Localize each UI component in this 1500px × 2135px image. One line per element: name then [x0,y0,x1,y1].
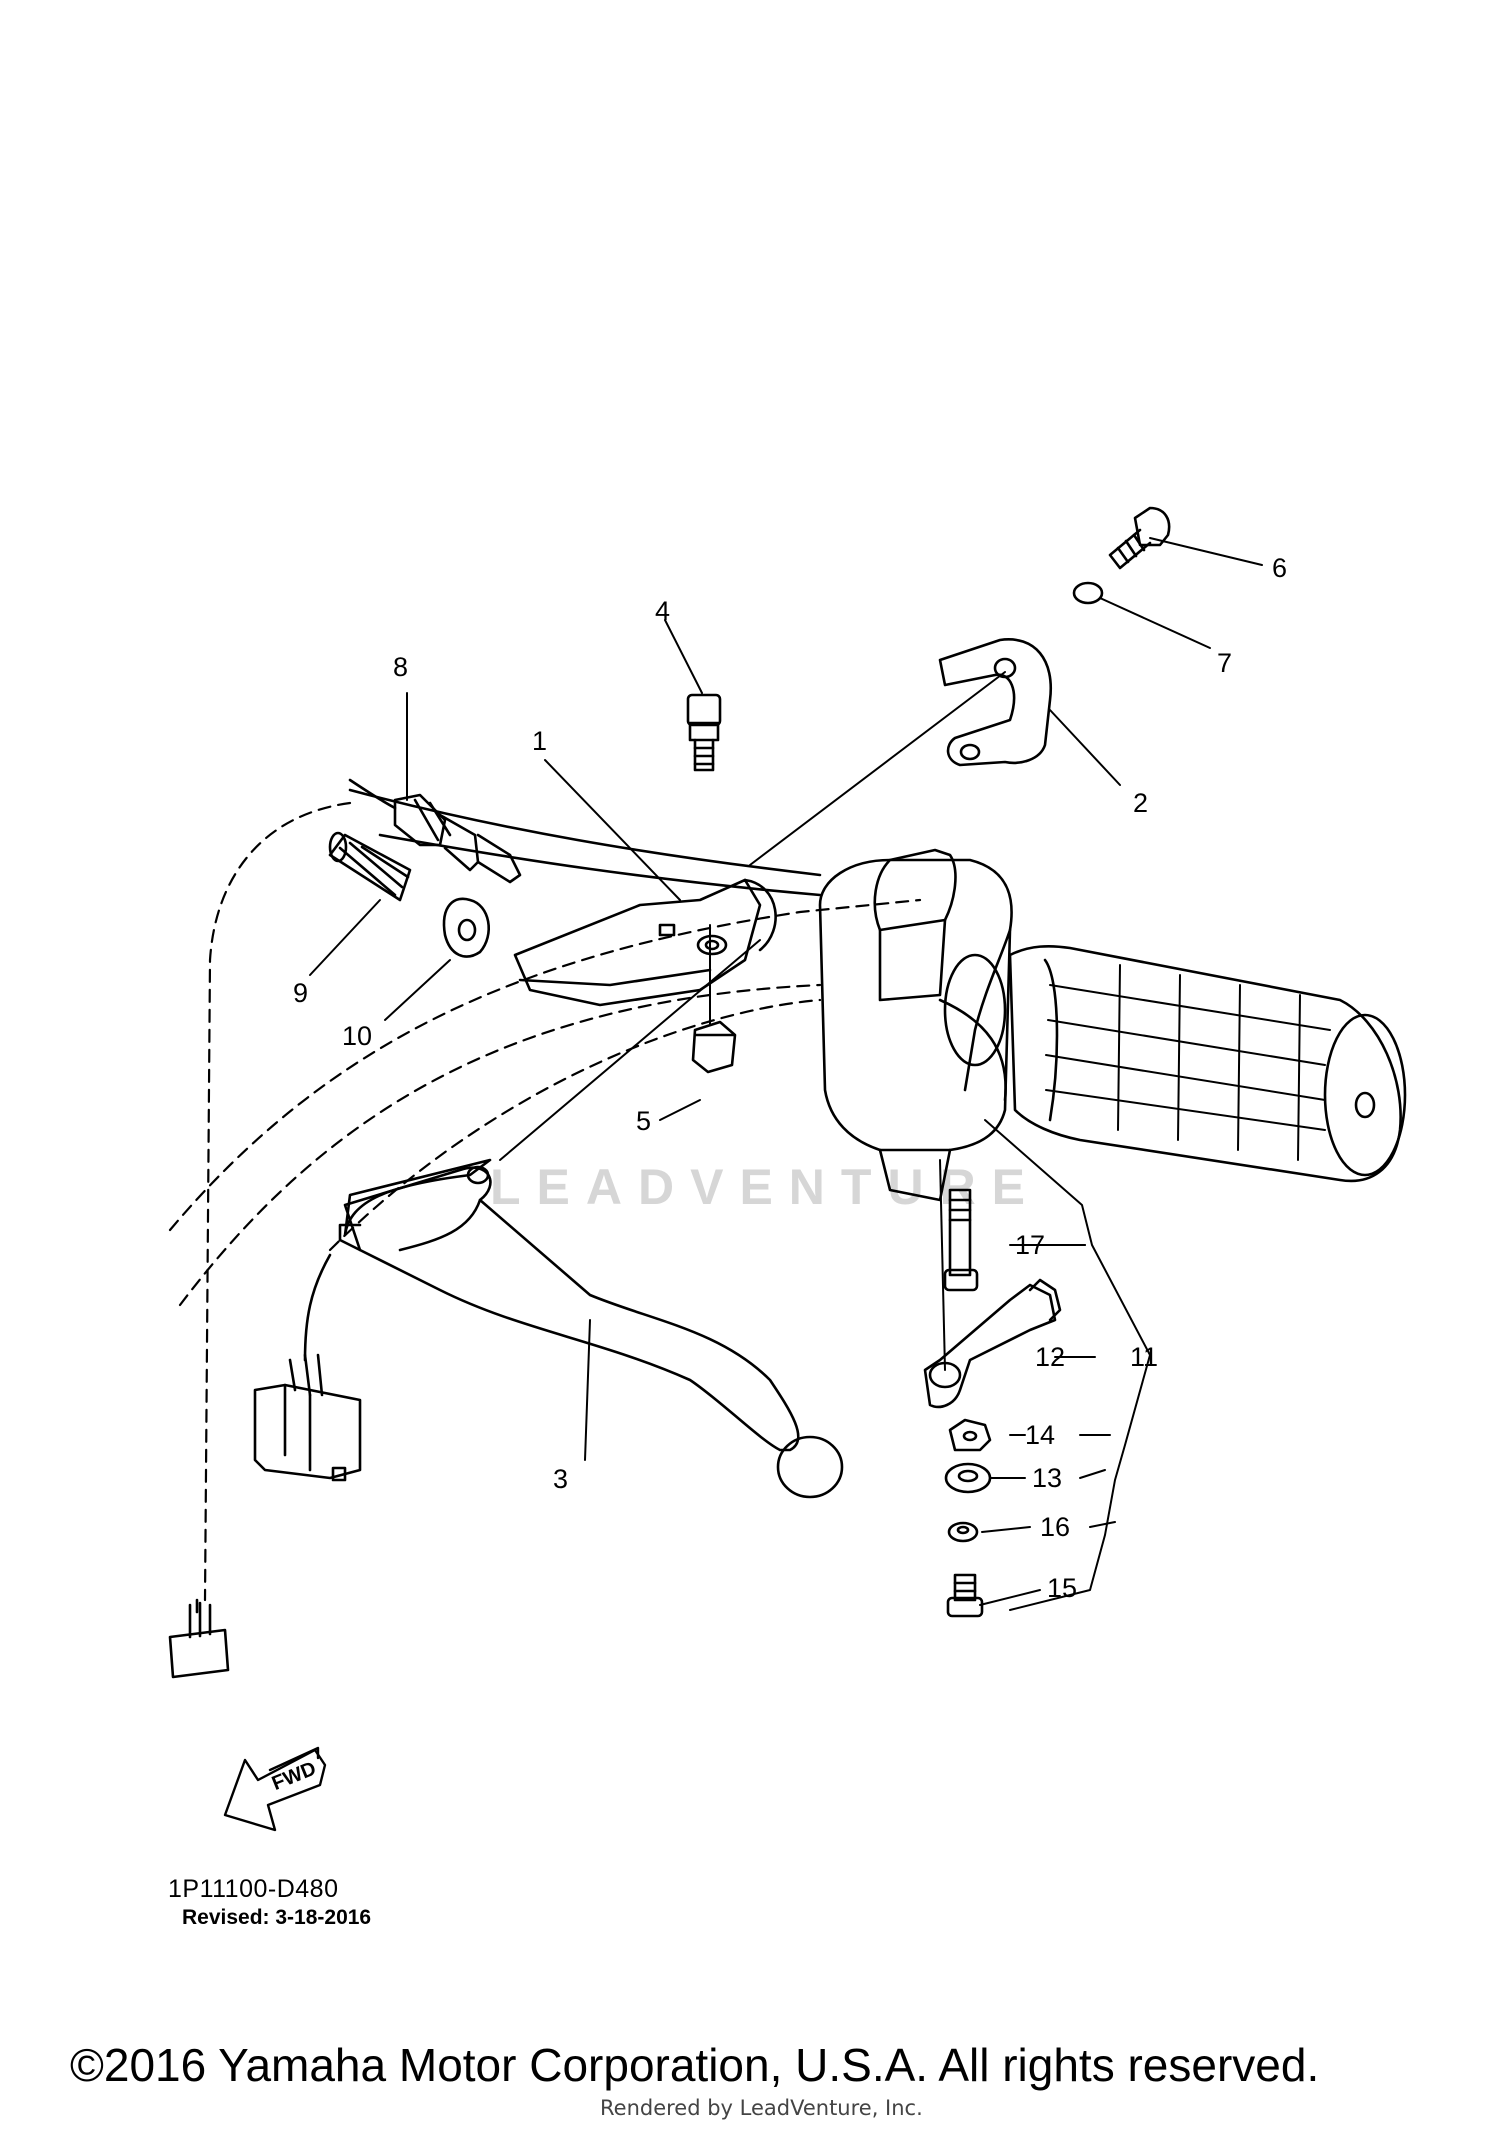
part-5-nut [691,1020,737,1074]
wire-harness-dashed [168,801,922,1602]
revised-date: Revised: 3-18-2016 [182,1906,372,1929]
callout-6: 6 [1272,553,1287,583]
callout-7: 7 [1217,648,1232,678]
part-3-lever [338,1158,844,1499]
part-13-washer [944,1462,992,1494]
part-6-screw [1108,506,1171,570]
copyright-notice: ©2016 Yamaha Motor Corporation, U.S.A. A… [70,2039,1320,2091]
fwd-arrow-icon [223,1746,327,1832]
callout-17: 17 [1015,1230,1045,1260]
callout-11: 11 [1130,1342,1158,1372]
leader-lines [309,537,1263,1611]
callout-1: 1 [532,726,547,756]
callout-3: 3 [553,1464,568,1494]
switch-housing [818,848,1013,1202]
part-4-bolt [686,693,722,772]
callout-13: 13 [1032,1463,1062,1493]
part-9-adjuster [328,831,412,902]
part-8-cable [348,778,522,884]
part-16-lockwasher [947,1521,979,1543]
callout-5: 5 [636,1106,651,1136]
part-17-bolt [943,1188,979,1292]
callout-16: 16 [1040,1512,1070,1542]
callout-15: 15 [1047,1573,1077,1603]
connector-block-end [168,1601,230,1679]
callout-labels: 1 2 3 4 5 6 7 8 9 10 11 12 13 14 15 16 1… [269,553,1287,1795]
part-1-lever-bracket [513,878,777,1007]
part-2-clamp [938,638,1053,767]
callout-8: 8 [393,652,408,682]
handlebar-tube [348,788,822,877]
grip [1008,944,1407,1183]
part-15-screw [946,1573,984,1618]
part-10-locknut [442,897,490,958]
callout-10: 10 [342,1021,372,1051]
diagram-code: 1P11100-D480 [168,1875,339,1903]
callout-12: 12 [1035,1342,1065,1372]
part-14-nut [948,1418,992,1452]
part-7-washer [1072,581,1104,605]
rendered-by: Rendered by LeadVenture, Inc. [600,2096,923,2120]
callout-4: 4 [655,596,670,626]
watermark: LEADVENTURE [490,1159,1042,1215]
callout-9: 9 [293,978,308,1008]
callout-14: 14 [1025,1420,1055,1450]
connector-block-lower [253,1353,362,1482]
wire-lower [303,1253,332,1362]
callout-2: 2 [1133,788,1148,818]
